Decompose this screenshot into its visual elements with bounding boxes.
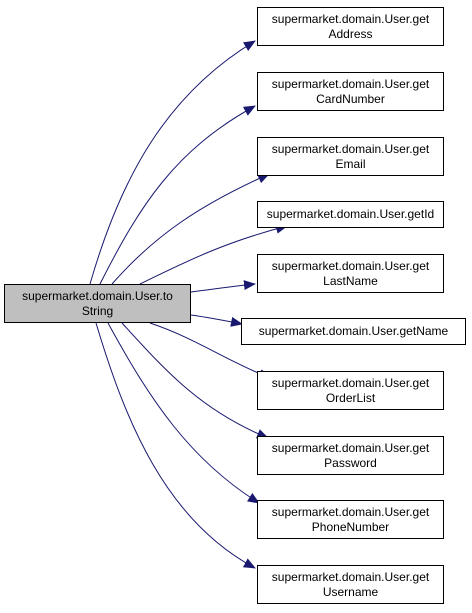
callee-node-getpassword[interactable]: supermarket.domain.User.get Password [257, 436, 444, 475]
callee-node-getid-line-1: supermarket.domain.User.getId [266, 207, 435, 221]
callee-node-getaddress[interactable]: supermarket.domain.User.get Address [257, 7, 444, 46]
callee-node-getorderlist-line-2: OrderList [325, 390, 376, 405]
callee-node-getaddress-line-2: Address [328, 26, 373, 41]
callee-node-getusername[interactable]: supermarket.domain.User.get Username [257, 565, 444, 604]
root-node-label-line-2: String [81, 303, 114, 318]
callee-node-getname-line-1: supermarket.domain.User.getName [258, 324, 449, 338]
call-edge-getcardnumber [99, 105, 256, 285]
callee-node-getname[interactable]: supermarket.domain.User.getName [241, 318, 466, 345]
callee-node-getemail-line-2: Email [335, 156, 366, 171]
call-edge-getphonenumber [107, 322, 260, 504]
call-edge-getpassword [121, 322, 269, 439]
callee-node-getid[interactable]: supermarket.domain.User.getId [257, 201, 444, 228]
root-node-label-line-1: supermarket.domain.User.to [22, 288, 173, 303]
call-edge-getaddress [89, 40, 256, 285]
callee-node-getcardnumber[interactable]: supermarket.domain.User.get CardNumber [257, 72, 444, 111]
callee-node-getusername-line-1: supermarket.domain.User.get [271, 569, 430, 584]
callee-node-getorderlist[interactable]: supermarket.domain.User.get OrderList [257, 371, 444, 410]
callee-node-getlastname[interactable]: supermarket.domain.User.get LastName [257, 254, 444, 293]
callee-node-getphonenumber-line-1: supermarket.domain.User.get [271, 504, 430, 519]
call-edge-getusername [95, 322, 256, 569]
call-edge-getname [190, 314, 243, 327]
callee-node-getaddress-line-1: supermarket.domain.User.get [271, 11, 430, 26]
callee-node-getpassword-line-1: supermarket.domain.User.get [271, 440, 430, 455]
root-node-user-tostring: supermarket.domain.User.to String [4, 284, 191, 323]
call-edge-getid [139, 223, 288, 285]
call-edge-getemail [111, 173, 270, 285]
callee-node-getpassword-line-2: Password [324, 455, 377, 470]
callee-node-getusername-line-2: Username [322, 584, 379, 599]
callee-node-getcardnumber-line-1: supermarket.domain.User.get [271, 76, 430, 91]
call-edge-getorderlist [149, 322, 271, 379]
call-edge-getlastname [190, 280, 256, 293]
callee-node-getlastname-line-2: LastName [323, 273, 378, 288]
callee-node-getorderlist-line-1: supermarket.domain.User.get [271, 375, 430, 390]
callee-node-getemail-line-1: supermarket.domain.User.get [271, 141, 430, 156]
callee-node-getcardnumber-line-2: CardNumber [316, 91, 385, 106]
callee-node-getphonenumber[interactable]: supermarket.domain.User.get PhoneNumber [257, 500, 444, 539]
callee-node-getlastname-line-1: supermarket.domain.User.get [271, 258, 430, 273]
callee-node-getemail[interactable]: supermarket.domain.User.get Email [257, 137, 444, 176]
callee-node-getphonenumber-line-2: PhoneNumber [311, 519, 390, 534]
